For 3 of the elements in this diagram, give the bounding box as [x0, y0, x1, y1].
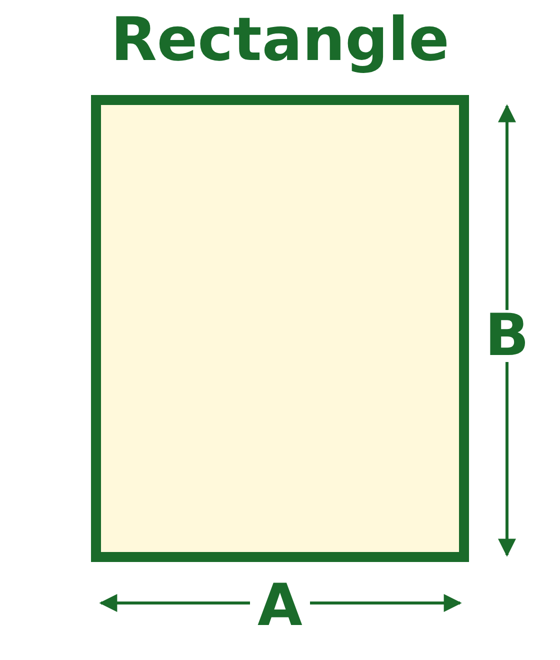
dimension-label: B	[484, 306, 530, 364]
rectangle-shape	[91, 95, 469, 562]
dimension-label: A	[256, 576, 304, 634]
